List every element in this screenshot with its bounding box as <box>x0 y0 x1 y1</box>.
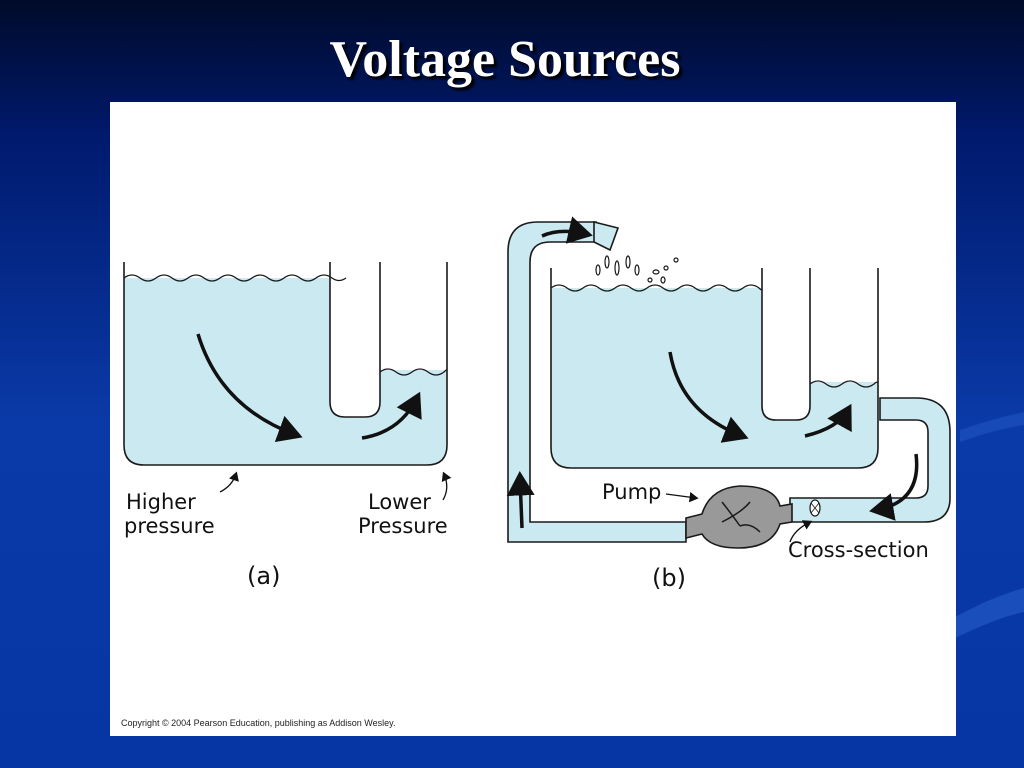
label-cross-section: Cross-section <box>788 538 929 562</box>
label-lower: Lower <box>368 490 431 514</box>
water-spray <box>595 255 679 284</box>
copyright-text: Copyright © 2004 Pearson Education, publ… <box>121 718 396 728</box>
caption-a: (a) <box>247 562 281 590</box>
figure-panel: Higher pressure Lower Pressure (a) Pump … <box>110 102 956 736</box>
cross-section-icon <box>809 499 821 517</box>
label-pump: Pump <box>602 480 662 504</box>
label-pressure-left: pressure <box>124 514 215 538</box>
pump-icon <box>685 485 793 549</box>
caption-b: (b) <box>652 564 686 592</box>
tank-b <box>506 216 951 549</box>
tank-a <box>123 262 452 501</box>
label-pressure-right: Pressure <box>358 514 448 538</box>
water-pressure-diagram <box>123 216 951 549</box>
label-higher: Higher <box>126 490 196 514</box>
slide-title: Voltage Sources <box>329 31 681 88</box>
